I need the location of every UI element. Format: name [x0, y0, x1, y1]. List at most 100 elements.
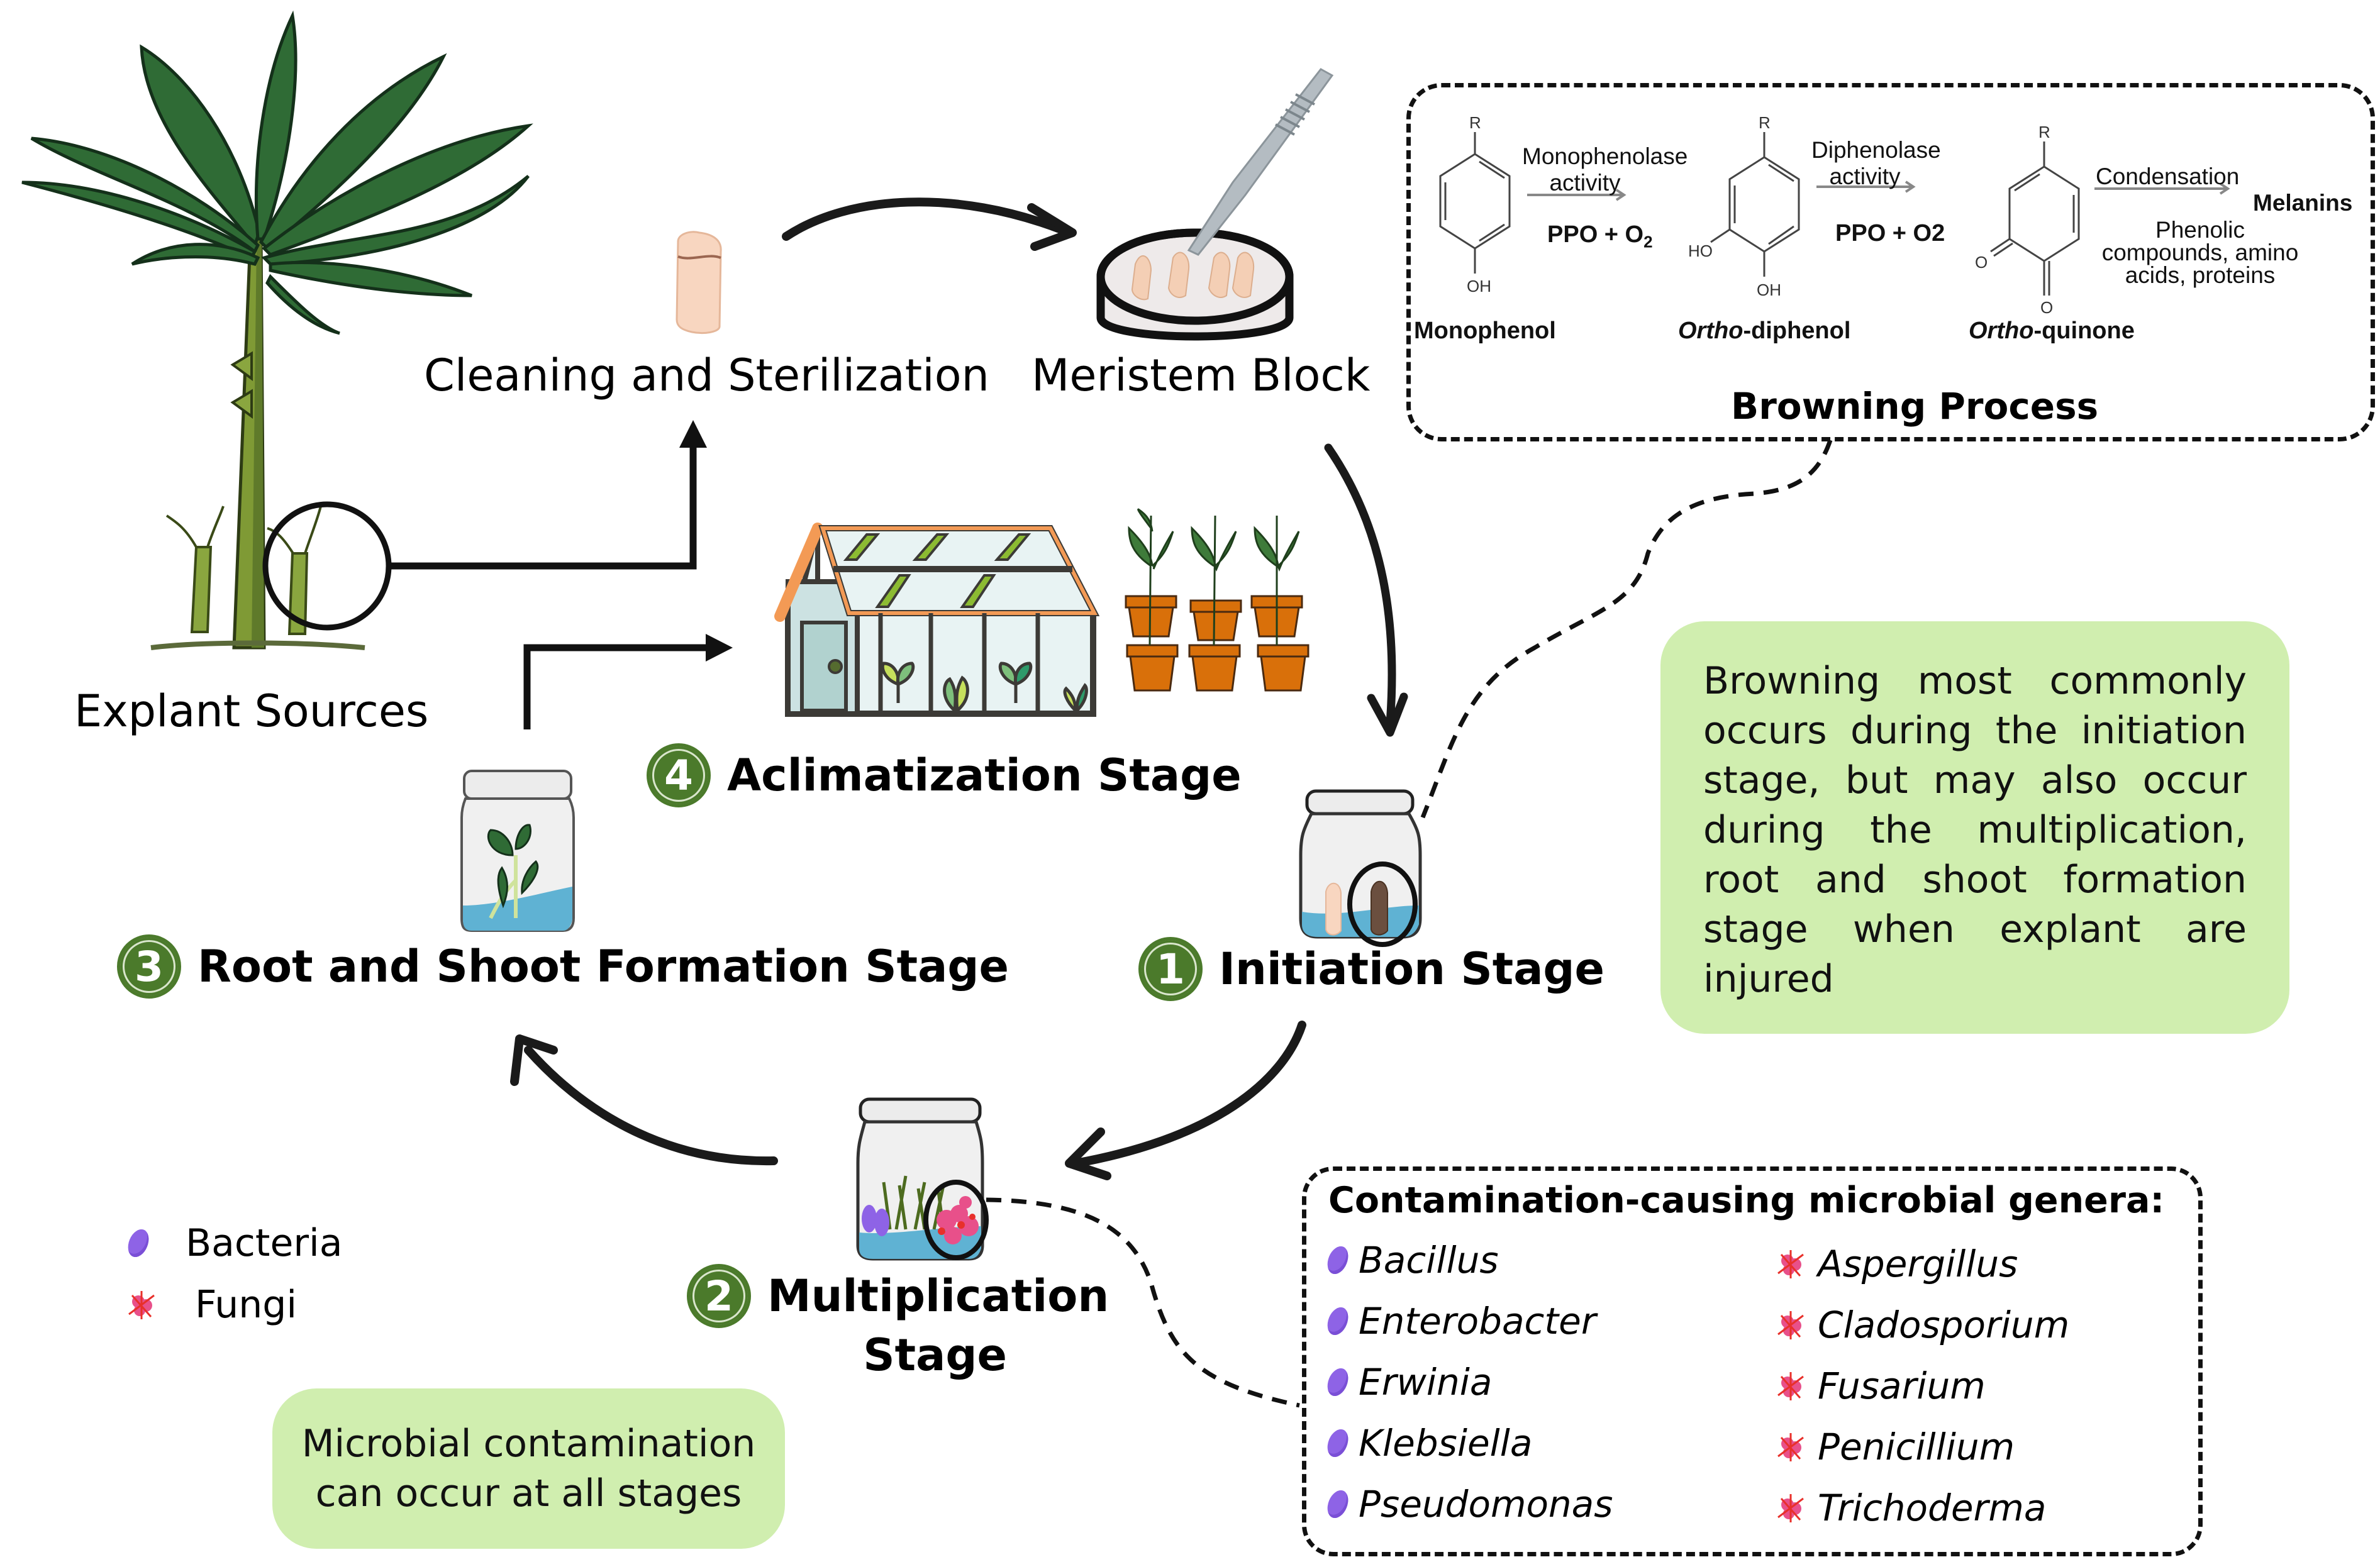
genus-name: Klebsiella — [1359, 1422, 1533, 1465]
explant-tissue-illustration — [676, 231, 722, 335]
browning-process-panel — [1406, 83, 2375, 441]
bacteria-icon — [1323, 1365, 1352, 1399]
genus-name: Aspergillus — [1818, 1243, 2018, 1285]
arrow-head — [1027, 203, 1077, 251]
fungi-genus-item: Cladosporium — [1775, 1304, 2069, 1346]
genus-name: Penicillium — [1818, 1426, 2015, 1468]
arrow-meristem-to-initiation — [1324, 443, 1396, 728]
stage-3-title: 3 Root and Shoot Formation Stage — [117, 934, 1009, 999]
contamination-note-line2: can occur at all stages — [315, 1471, 742, 1515]
browning-note-text: Browning most commonly occurs during the… — [1703, 659, 2247, 1001]
banana-tree-illustration — [21, 10, 533, 650]
stage-1-title: 1 Initiation Stage — [1138, 937, 1604, 1001]
bacteria-genus-item: Klebsiella — [1323, 1422, 1533, 1465]
bacteria-icon — [1323, 1487, 1352, 1521]
arrow-head — [1367, 692, 1408, 737]
stage-number-badge: 4 — [647, 743, 711, 807]
fungi-genus-item: Trichoderma — [1775, 1487, 2046, 1529]
cofactor-ppo-o2: PPO + O2 — [1547, 221, 1653, 252]
compound-monophenol: Monophenol — [1414, 318, 1556, 344]
genus-name: Enterobacter — [1359, 1300, 1596, 1343]
genus-name: Bacillus — [1359, 1239, 1499, 1282]
legend-fungi: Fungi — [126, 1283, 297, 1327]
condensation-reactants: Phenolic compounds, amino acids, protein… — [2101, 217, 2299, 288]
atom-label-o: O — [1975, 253, 1988, 272]
stage-title-text: Multiplication — [767, 1270, 1109, 1322]
stage-4-title: 4 Aclimatization Stage — [647, 743, 1242, 807]
atom-label-o: O — [2040, 298, 2054, 317]
stage-title-text: Initiation Stage — [1219, 943, 1605, 995]
atom-label-r: R — [1759, 113, 1771, 132]
legend-bacteria: Bacteria — [124, 1221, 342, 1265]
fungi-genus-item: Penicillium — [1775, 1426, 2015, 1468]
bacteria-icon — [1323, 1426, 1352, 1460]
atom-label-ho: HO — [1688, 241, 1713, 260]
bacteria-genus-item: Erwinia — [1323, 1361, 1493, 1404]
diphenolase-label: Diphenolase activity — [1811, 137, 1941, 189]
fungi-icon — [1777, 1494, 1804, 1522]
bacteria-icon — [1323, 1243, 1352, 1277]
browning-process-title: Browning Process — [1731, 385, 2099, 428]
stage-number-badge: 1 — [1138, 937, 1203, 1001]
dashed-connector-contamination — [986, 1197, 1300, 1408]
rootshoot-jar-illustration — [460, 770, 575, 932]
fungi-icon — [1777, 1433, 1804, 1461]
multiplication-jar-illustration — [856, 1097, 989, 1261]
melanins-label: Melanins — [2253, 190, 2353, 216]
genus-name: Trichoderma — [1818, 1487, 2047, 1529]
arrow-head — [1065, 1127, 1111, 1180]
contamination-note-box: Microbial contamination can occur at all… — [272, 1388, 785, 1549]
reaction-arrows — [1527, 180, 2230, 201]
atom-label-oh: OH — [1467, 277, 1491, 296]
dashed-connector-browning — [1420, 439, 1833, 819]
arrow-explant-to-cleaning — [389, 420, 707, 570]
contamination-note-line1: Microbial contamination — [301, 1421, 756, 1466]
bacteria-genus-item: Pseudomonas — [1323, 1483, 1613, 1526]
arrow-rootshoot-to-acclimatization — [523, 634, 733, 729]
bacteria-genus-item: Bacillus — [1323, 1239, 1499, 1282]
genus-name: Erwinia — [1359, 1361, 1493, 1404]
compound-ortho-quinone: Ortho-quinone — [1969, 318, 2135, 344]
greenhouse-illustration — [774, 523, 1100, 717]
contamination-genera-title: Contamination-causing microbial genera: — [1328, 1180, 2165, 1221]
browning-note-box: Browning most commonly occurs during the… — [1660, 621, 2289, 1034]
fungi-icon — [1777, 1311, 1804, 1339]
stage-number-badge: 2 — [687, 1264, 751, 1328]
stage-2-title: 2 Multiplication Stage — [687, 1264, 1109, 1381]
stage-number-badge: 3 — [117, 934, 181, 999]
atom-label-r: R — [1469, 113, 1481, 132]
petri-dish-scalpel-illustration — [1096, 68, 1334, 341]
fungi-icon — [1777, 1372, 1804, 1400]
arrow-initiation-to-multiplication — [1071, 1021, 1306, 1168]
cofactor-ppo-o2-2: PPO + O2 — [1835, 220, 1945, 246]
stage-title-text: Root and Shoot Formation Stage — [197, 941, 1009, 992]
genus-name: Pseudomonas — [1359, 1483, 1613, 1526]
arrow-multiplication-to-rootshoot — [524, 1046, 778, 1166]
atom-label-r: R — [2038, 123, 2050, 141]
genus-name: Cladosporium — [1818, 1304, 2070, 1346]
fungi-icon — [1777, 1250, 1804, 1278]
fungi-genus-item: Fusarium — [1775, 1365, 1986, 1407]
condensation-label: Condensation — [2096, 163, 2240, 189]
chemical-structures — [1439, 132, 2080, 296]
bacteria-genus-item: Enterobacter — [1323, 1300, 1596, 1343]
arrow-head — [510, 1034, 558, 1086]
monophenolase-label: Monophenolase activity — [1522, 143, 1688, 196]
compound-ortho-diphenol: Ortho-diphenol — [1678, 318, 1851, 344]
contamination-genera-panel — [1302, 1166, 2203, 1556]
arrow-cleaning-to-meristem — [782, 197, 1067, 241]
stage-title-text-line2: Stage — [863, 1329, 1007, 1381]
fungi-genus-item: Aspergillus — [1775, 1243, 2018, 1285]
initiation-jar-illustration — [1299, 789, 1422, 947]
potted-plants-illustration — [1125, 508, 1310, 692]
bacteria-icon — [1323, 1304, 1352, 1338]
explant-sources-label: Explant Sources — [74, 685, 429, 737]
atom-label-oh: OH — [1757, 280, 1781, 299]
fungi-icon — [128, 1291, 155, 1319]
bacteria-icon — [124, 1226, 153, 1260]
genus-name: Fusarium — [1818, 1365, 1986, 1407]
cleaning-sterilization-label: Cleaning and Sterilization — [424, 350, 989, 401]
meristem-block-label: Meristem Block — [1032, 350, 1371, 401]
stage-title-text: Aclimatization Stage — [727, 750, 1242, 801]
